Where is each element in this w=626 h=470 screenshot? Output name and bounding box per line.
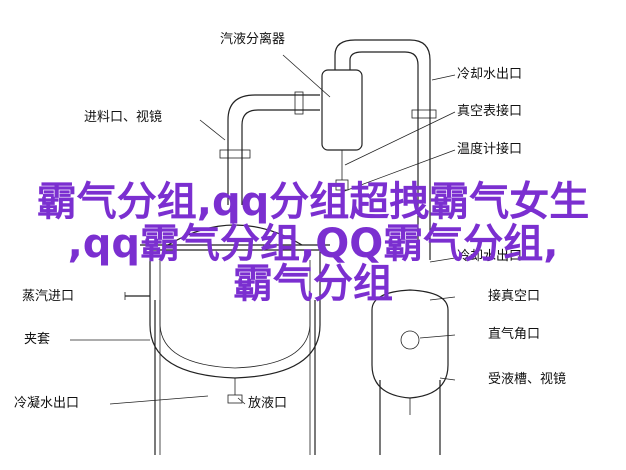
label-jacket: 夹套	[24, 332, 51, 347]
separator	[321, 69, 363, 191]
vessel-legs	[154, 300, 316, 455]
label-vacuum-gauge-port: 真空表接口	[457, 104, 523, 119]
steam-inlet-pipe	[124, 292, 150, 300]
label-receiver-tank: 受液槽、视镜	[488, 372, 567, 387]
label-condenser: 汽液分离器	[220, 32, 286, 47]
label-vacuum-port: 接真空口	[488, 289, 541, 304]
label-angle-valve: 冷却水出口	[457, 249, 523, 264]
label-condensate-outlet: 冷凝水出口	[14, 396, 80, 411]
overlay-title-line-3: 霸气分组	[233, 261, 393, 307]
overlay-title-line-2: ,qq霸气分组,QQ霸气分组,	[67, 221, 559, 267]
label-drain-port: 放液口	[248, 396, 288, 411]
main-vessel	[140, 224, 330, 404]
vapor-pipe	[219, 91, 320, 205]
label-feed-port: 进料口、视镜	[84, 110, 163, 125]
overlay-title-line-1: 霸气分组,qq分组超拽霸气女生	[36, 179, 590, 225]
receiver-tank	[371, 289, 449, 455]
condenser-arc	[334, 39, 437, 260]
label-cooling-water-outlet-top: 冷却水出口	[457, 67, 523, 82]
label-thermometer-port: 温度计接口	[457, 142, 523, 157]
label-steam-inlet: 蒸汽进口	[22, 289, 75, 304]
leader-lines	[70, 54, 456, 405]
label-vent-port: 直气角口	[488, 327, 541, 342]
